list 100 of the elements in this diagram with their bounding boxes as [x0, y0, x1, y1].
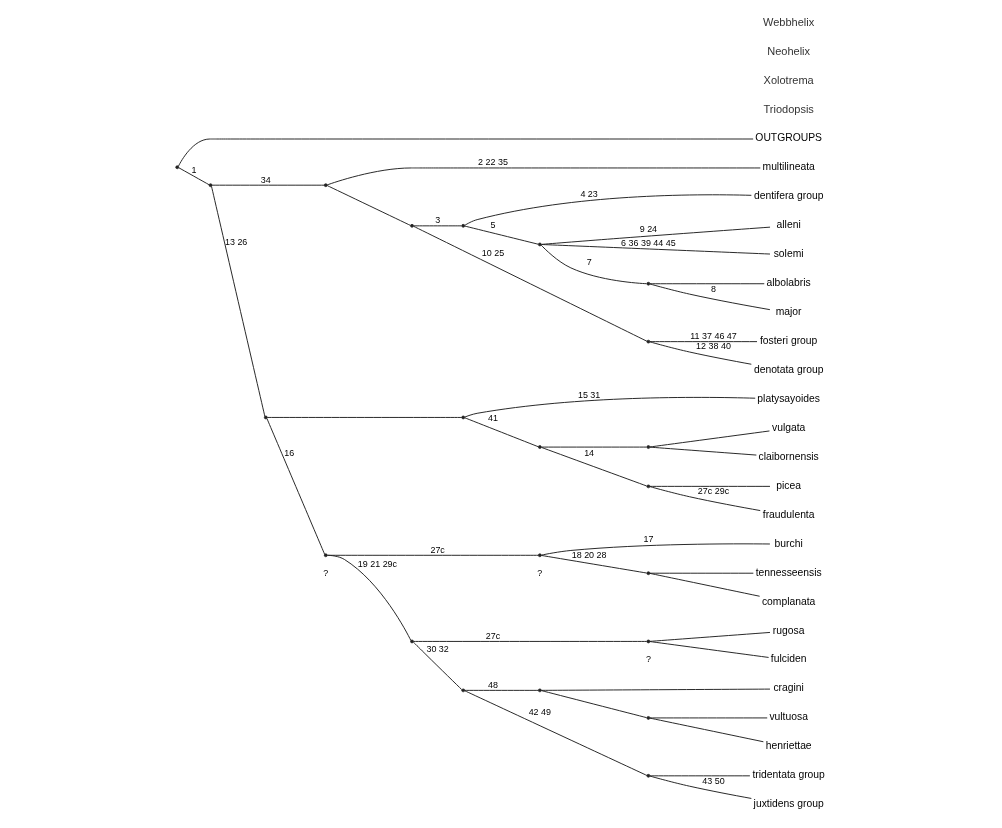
edge-label: 11 37 46 47: [689, 331, 737, 342]
connector: [463, 689, 539, 691]
node-point: [646, 716, 650, 720]
node-point: [646, 339, 650, 344]
connector: [649, 775, 750, 777]
edge-label: 8: [710, 283, 716, 294]
edge-label: 17: [642, 534, 653, 545]
connector: [649, 446, 757, 456]
connector: [412, 640, 647, 642]
node-point: [537, 553, 542, 558]
connector: [412, 225, 647, 342]
edge-label: 18 20 28: [571, 550, 607, 561]
node-point: [409, 224, 414, 228]
node-text: henriettae: [765, 740, 812, 752]
edge-label: 4 23: [579, 189, 598, 200]
node-text: vulgata: [771, 421, 805, 433]
edge-label: 43 50: [701, 775, 725, 786]
node-point: [323, 183, 328, 187]
node-point: [646, 774, 650, 778]
connector: [649, 775, 752, 799]
connector: [649, 486, 761, 512]
connector: [326, 167, 761, 186]
node-label: ?: [645, 653, 651, 664]
connector: [540, 244, 770, 255]
connector: [540, 554, 647, 574]
node-text: denotata group: [753, 363, 823, 375]
connector: [463, 194, 752, 226]
connector: [649, 283, 770, 311]
edge-label: 9 24: [639, 223, 657, 234]
connector: [649, 572, 760, 597]
node-text: tridentata group: [751, 769, 825, 781]
node-point: [460, 224, 465, 228]
connector: [649, 341, 752, 365]
edge-label: 19 21 29c: [357, 559, 397, 570]
edge-label: 42 49: [528, 707, 551, 718]
connector: [412, 225, 462, 227]
edge-label: 34: [260, 174, 271, 185]
label: Neohelix: [766, 44, 810, 57]
connector: [266, 418, 325, 555]
node-text: OUTGROUPS: [754, 132, 822, 144]
connector: [649, 641, 769, 658]
node-point: [537, 242, 542, 247]
connector: [463, 225, 539, 245]
node-point: [409, 639, 414, 644]
edge-label: 48: [487, 679, 498, 690]
connector: [266, 416, 462, 418]
edge-label: 16: [283, 448, 294, 459]
node-label: ?: [536, 567, 542, 578]
node-point: [323, 553, 328, 558]
node-text: fosteri group: [759, 335, 817, 347]
edge-label: 10 25: [481, 247, 504, 258]
connector: [540, 543, 770, 556]
node-text: burchi: [774, 537, 803, 549]
node-point: [460, 688, 465, 693]
edge-label: 2 22 35: [477, 157, 508, 168]
node-text: fraudulenta: [762, 508, 814, 520]
connector: [540, 446, 647, 487]
node-point: [537, 445, 542, 449]
node-text: complanata: [761, 595, 815, 607]
label: Webbhelix: [762, 15, 814, 28]
node-point: [537, 688, 542, 693]
connector: [540, 446, 647, 448]
connector: [540, 244, 647, 285]
node-point: [174, 165, 179, 170]
connector: [326, 185, 411, 226]
connector: [463, 396, 756, 418]
edge-label: 27c 29c: [697, 486, 729, 497]
connector: [649, 283, 765, 285]
node-text: fulciden: [770, 653, 806, 665]
connector: [649, 485, 770, 487]
edge-label: 14: [583, 448, 594, 459]
edge-label: 7: [586, 257, 592, 268]
connector: [210, 185, 265, 417]
node-text: major: [775, 306, 802, 318]
node-point: [460, 415, 465, 420]
edge-label: 30 32: [425, 644, 449, 655]
edge-label: 5: [489, 219, 495, 230]
node-point: [646, 484, 650, 489]
node-text: platysayoides: [756, 392, 820, 404]
node-text: albolabris: [766, 277, 811, 289]
node-text: solemi: [773, 248, 804, 260]
node-point: [646, 281, 650, 286]
connector: [463, 690, 647, 776]
connector: [540, 690, 647, 719]
node-point: [263, 415, 268, 420]
node-text: rugosa: [772, 624, 804, 636]
connector: [326, 554, 411, 641]
edge-label: 12 38 40: [695, 341, 731, 352]
connector: [649, 717, 768, 719]
connector: [177, 138, 754, 167]
connector: [177, 167, 209, 186]
node-text: juxtidens group: [753, 798, 824, 810]
node-text: picea: [775, 479, 801, 491]
node-text: dentifera group: [753, 190, 823, 202]
connector: [211, 184, 325, 186]
edge-label: 6 36 39 44 45: [620, 238, 676, 249]
node-text: multilineata: [762, 161, 815, 173]
edge-label: 15 31: [577, 389, 600, 400]
node-label: ?: [322, 567, 328, 578]
node-text: cragini: [772, 682, 804, 694]
